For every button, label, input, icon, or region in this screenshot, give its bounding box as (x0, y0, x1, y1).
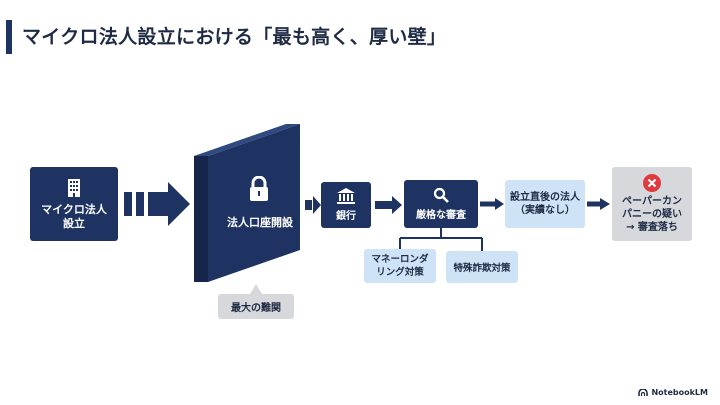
node-aml-label-1: マネーロンダ (371, 254, 429, 265)
node-result-label-1: ペーパーカン (622, 196, 682, 207)
node-newly-established-corp: 設立直後の法人 （実績なし） (505, 180, 585, 228)
node-micro-corp-setup: マイクロ法人 設立 (30, 167, 118, 241)
wall-shape (194, 124, 300, 282)
node-bank: 銀行 (321, 182, 371, 228)
page-title: マイクロ法人設立における「最も高く、厚い壁」 (22, 26, 447, 48)
notebooklm-logo-icon (638, 388, 649, 396)
x-circle-icon (643, 174, 661, 192)
node-result-label-2: パニーの疑い (622, 209, 682, 220)
lock-icon (250, 176, 268, 201)
node-newcorp-label-1: 設立直後の法人 (510, 192, 580, 203)
review-branch-lines (399, 228, 483, 251)
node-aml-label-2: リング対策 (376, 267, 424, 278)
node-micro-corp-label-1: マイクロ法人 (41, 202, 107, 216)
node-fraud-label: 特殊詐欺対策 (453, 263, 511, 274)
arrow-bank-to-review (375, 196, 402, 214)
node-fraud-countermeasures: 特殊詐欺対策 (446, 251, 518, 283)
arrow-newcorp-to-result (587, 198, 610, 210)
node-review-label: 厳格な審査 (416, 210, 466, 221)
node-bank-label: 銀行 (336, 211, 356, 222)
building-icon (68, 178, 80, 197)
node-result-label-3: → 審査落ち (626, 222, 678, 233)
node-strict-review: 厳格な審査 (404, 180, 478, 228)
title-accent-bar (6, 20, 12, 54)
node-anti-money-laundering: マネーロンダ リング対策 (364, 249, 436, 283)
node-newcorp-label-2: （実績なし） (515, 205, 575, 216)
big-arrow-icon (124, 182, 190, 226)
node-rejection-result: ペーパーカン パニーの疑い → 審査落ち (612, 167, 692, 241)
bank-icon (337, 188, 355, 204)
tag-pointer (250, 284, 262, 294)
search-icon (433, 187, 449, 203)
footer-brand-label: NotebookLM (651, 388, 708, 397)
biggest-hurdle-tag: 最大の難関 (218, 294, 294, 319)
node-micro-corp-label-2: 設立 (63, 216, 85, 230)
arrow-wall-to-bank (305, 196, 321, 214)
footer-brand: NotebookLM (638, 388, 708, 397)
wall-label: 法人口座開設 (227, 216, 293, 229)
arrow-review-to-newcorp (480, 198, 504, 210)
